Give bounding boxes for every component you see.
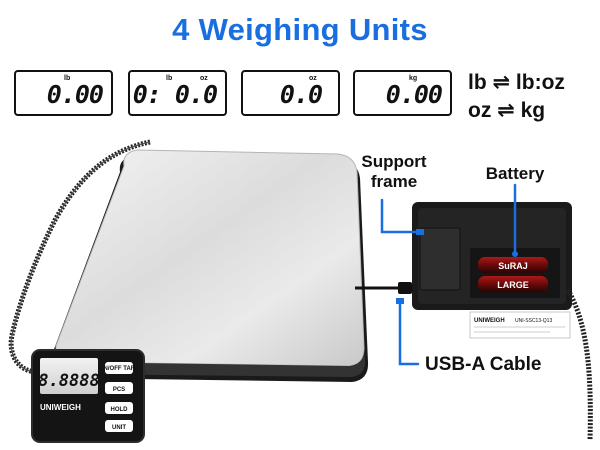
page-title: 4 Weighing Units — [172, 12, 428, 47]
remote-brand: UNIWEIGH — [40, 403, 81, 412]
usb-cable-callout — [398, 298, 420, 366]
usb-plug-icon — [398, 282, 412, 294]
lcd-value: 0: 0.0 — [132, 80, 218, 109]
button-hold: HOLD — [111, 407, 129, 413]
svg-text:SuRAJ: SuRAJ — [498, 261, 528, 271]
remote-readout: 8.8888 — [38, 371, 99, 391]
lcd-unit-label: oz — [200, 75, 208, 82]
lcd-display-oz: oz 0.0 — [241, 70, 340, 116]
svg-text:UNIWEIGH: UNIWEIGH — [474, 318, 505, 324]
battery-icon: SuRAJ LARGE — [478, 257, 548, 292]
svg-text:UNI-SSC13-Q13: UNI-SSC13-Q13 — [515, 318, 552, 324]
svg-text:LARGE: LARGE — [497, 280, 529, 290]
lcd-display-lb: lb 0.00 — [14, 70, 113, 116]
product-sticker: UNIWEIGH UNI-SSC13-Q13 — [469, 311, 571, 339]
lcd-unit-label: lb — [166, 75, 173, 82]
lcd-display-lb-oz: lb oz 0: 0.0 — [128, 70, 227, 116]
lcd-display-icon — [40, 358, 98, 394]
conversion-oz-kg: oz ⇌ kg — [468, 99, 546, 122]
battery-label: Battery — [485, 164, 545, 183]
lcd-value: 0.00 — [385, 80, 443, 109]
coiled-cord-right — [565, 288, 593, 441]
remote-back-view: SuRAJ LARGE — [412, 202, 572, 310]
lcd-unit-label: lb — [64, 75, 71, 82]
lcd-unit-label: oz — [309, 75, 317, 82]
remote-indicator: 8.8888 UNIWEIGH ON/OFF TARE PCS HOLD UNI… — [31, 349, 145, 443]
scale-platform — [49, 149, 369, 382]
usb-cable-label: USB-A Cable — [425, 354, 542, 375]
conversion-lb-lboz: lb ⇌ lb:oz — [468, 71, 565, 94]
lcd-unit-label: kg — [409, 75, 418, 82]
lcd-value: 0.00 — [46, 80, 104, 109]
button-unit: UNIT — [112, 425, 126, 431]
support-frame-label: Support frame — [361, 152, 427, 191]
button-pcs: PCS — [113, 387, 125, 393]
button-on-off-tare: ON/OFF TARE — [99, 366, 139, 372]
lcd-value: 0.0 — [279, 80, 323, 109]
support-frame-callout — [380, 198, 422, 234]
lcd-display-kg: kg 0.00 — [353, 70, 452, 116]
